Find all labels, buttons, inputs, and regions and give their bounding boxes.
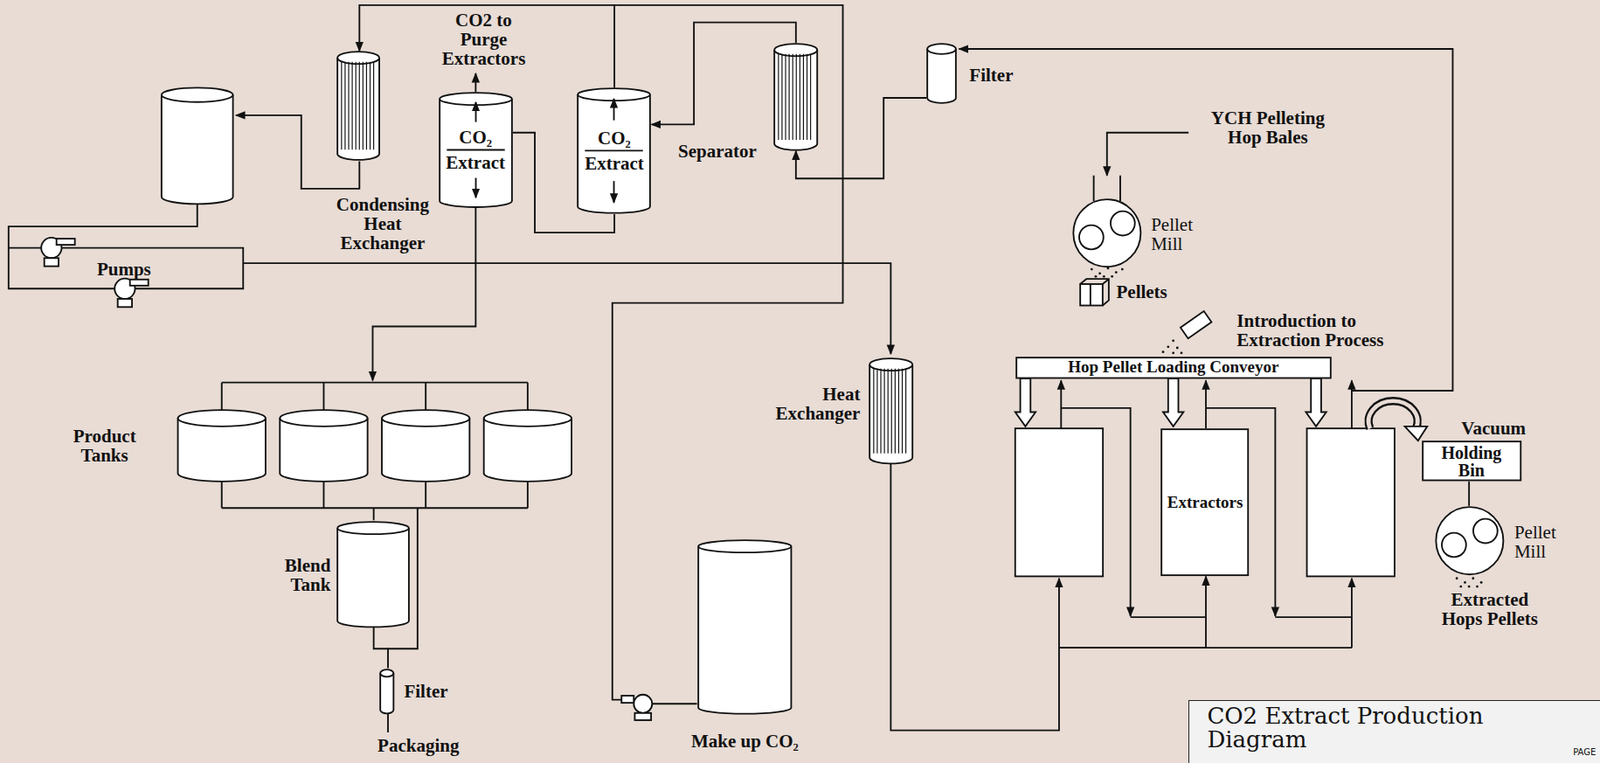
title-block: CO2 Extract Production Diagram xyxy=(1188,699,1600,763)
part-name: Pumps xyxy=(96,259,189,279)
title-text: CO2 Extract Production Diagram xyxy=(1206,704,1496,753)
node-label: Hop Pellet Loading Conveyor xyxy=(1020,358,1327,376)
pellet-mill: Pellet Mill xyxy=(1433,505,1506,575)
blend-tank: Blend Tank xyxy=(336,520,410,629)
filter-outline xyxy=(379,668,395,715)
make-up-tank-outline xyxy=(697,539,793,715)
note: Extracted Hops Pellets xyxy=(1433,589,1546,629)
holding-bin: Holding Bin xyxy=(1421,440,1522,482)
node-label: Make up CO₂ xyxy=(652,731,837,751)
node-label: Pellets xyxy=(1115,282,1198,302)
extract-vessel-outline xyxy=(576,87,652,215)
flow-line xyxy=(1468,481,1470,506)
filter: Filter xyxy=(379,668,395,715)
filter: Filter xyxy=(926,42,957,104)
pellet-mill: Pellet Mill xyxy=(1071,198,1143,268)
node-label: CO₂ Extract xyxy=(442,124,510,176)
separator-outline xyxy=(773,42,818,152)
page-mark: PAGE xyxy=(1558,748,1596,758)
note: CO2 to Purge Extractors xyxy=(432,10,535,69)
note: Packaging xyxy=(336,735,500,755)
node-label: Separator xyxy=(661,141,774,161)
separator: Separator xyxy=(773,42,818,152)
node-label: Pellet Mill xyxy=(1514,522,1587,562)
flow-line xyxy=(890,464,1206,731)
condensing-heat-exchanger: Condensing Heat Exchanger xyxy=(336,50,381,161)
node-label: Filter xyxy=(403,681,476,701)
extractor: Extractors xyxy=(1160,428,1249,576)
node-label: Heat Exchanger xyxy=(753,384,861,423)
pellet-mill-outline xyxy=(1433,505,1506,575)
make-up-tank: Make up CO₂ xyxy=(697,539,793,715)
extract-vessel: CO₂ Extract xyxy=(438,91,513,208)
note: Vacuum xyxy=(1461,418,1564,438)
filter-outline xyxy=(926,42,957,104)
part-name: Product Tanks xyxy=(50,426,159,465)
flow-line xyxy=(359,5,615,89)
node-label: Blend Tank xyxy=(247,555,332,595)
condensing-heat-exchanger-outline xyxy=(336,50,381,161)
node-label: Condensing Heat Exchanger xyxy=(321,194,444,253)
extract-vessel: CO₂ Extract xyxy=(576,87,652,215)
note: Introduction to Extraction Process xyxy=(1236,311,1441,350)
node-label: Extractors xyxy=(1163,493,1246,512)
pellets-icon-outline xyxy=(1079,277,1110,307)
pellet-mill-outline xyxy=(1071,198,1143,268)
note: YCH Pelleting Hop Bales xyxy=(1193,108,1342,147)
node-label: CO₂ Extract xyxy=(580,124,648,177)
loading-conveyor: Hop Pellet Loading Conveyor xyxy=(1015,356,1332,380)
node-label: Filter xyxy=(969,65,1051,85)
heat-exchanger: Heat Exchanger xyxy=(868,357,914,465)
flow-line xyxy=(374,627,388,669)
heat-exchanger-outline xyxy=(868,357,914,465)
node-label: Pellet Mill xyxy=(1150,214,1223,254)
node-label: Holding Bin xyxy=(1435,443,1508,479)
pellets-icon: Pellets xyxy=(1079,277,1110,307)
extract-vessel-outline xyxy=(438,91,513,208)
blend-tank-outline xyxy=(336,520,410,629)
